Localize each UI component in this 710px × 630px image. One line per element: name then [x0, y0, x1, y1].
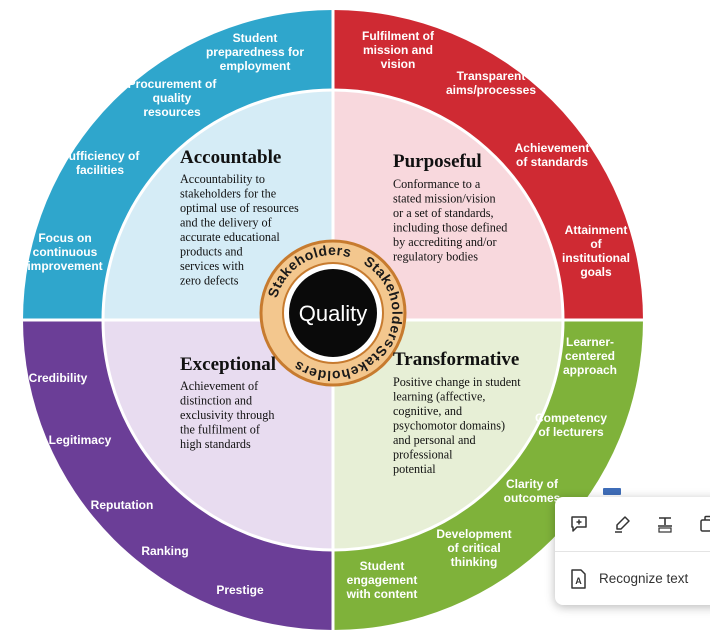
quadrant-title-exceptional: Exceptional	[180, 354, 276, 375]
outer-label-legitimacy: Legitimacy	[49, 433, 112, 447]
recognize-text-menu-item[interactable]: A Recognize text	[555, 552, 710, 605]
recognize-text-label: Recognize text	[599, 571, 689, 586]
inner-boundary	[101, 88, 565, 552]
outer-label-ranking: Ranking	[141, 544, 188, 558]
strikethrough-button[interactable]	[651, 510, 679, 538]
highlighter-icon	[615, 516, 630, 533]
add-comment-icon	[571, 516, 587, 532]
outer-label-credibility: Credibility	[29, 371, 88, 385]
outer-label-prestige: Prestige	[216, 583, 264, 597]
inner-quadrants	[103, 90, 563, 550]
inner-quadrant-purposeful	[333, 90, 563, 320]
inner-quadrant-exceptional	[103, 320, 333, 550]
highlighter-button[interactable]	[608, 510, 636, 538]
recognize-text-icon: A	[571, 568, 586, 589]
quadrant-title-transformative: Transformative	[393, 349, 519, 370]
quadrant-title-accountable: Accountable	[180, 147, 281, 168]
add-comment-button[interactable]	[565, 510, 593, 538]
selection-mini-toolbar: A Recognize text	[555, 497, 710, 605]
copy-icon	[700, 515, 710, 532]
inner-quadrant-transformative	[333, 320, 563, 550]
inner-quadrant-accountable	[103, 90, 333, 320]
selection-handle[interactable]	[603, 488, 621, 495]
text-strikethrough-icon	[658, 517, 672, 533]
svg-text:A: A	[575, 576, 582, 586]
outer-label-reputation: Reputation	[91, 498, 154, 512]
copy-button[interactable]	[694, 510, 710, 538]
quadrant-title-purposeful: Purposeful	[393, 151, 482, 172]
quality-center	[289, 269, 377, 357]
quality-center-label: Quality	[299, 301, 367, 326]
toolbar-icon-row	[555, 497, 710, 551]
toolbar-divider	[555, 551, 710, 552]
